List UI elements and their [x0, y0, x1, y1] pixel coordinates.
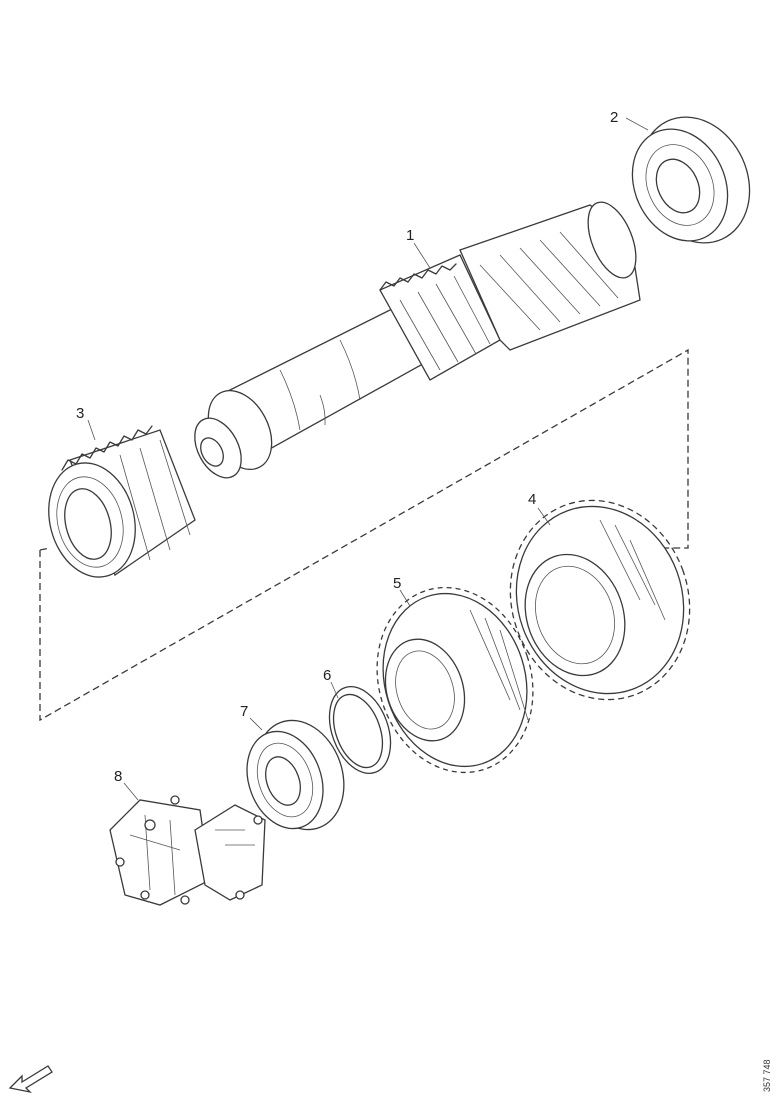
callout-7: 7: [240, 703, 248, 720]
leader-line-5: [399, 589, 411, 607]
bearing-2: [631, 116, 751, 244]
gear-3: [48, 425, 196, 578]
leader-line-6: [330, 681, 339, 699]
arrow-icon: [8, 1065, 53, 1094]
snap-ring-6: [328, 685, 392, 775]
callout-1: 1: [406, 227, 414, 244]
leader-line-3: [87, 419, 96, 441]
assembly-dashed-line: [39, 348, 689, 722]
callout-6: 6: [323, 667, 331, 684]
callout-8: 8: [114, 768, 122, 785]
leader-line-8: [123, 782, 139, 801]
callout-4: 4: [528, 491, 536, 508]
leader-line-4: [537, 507, 551, 526]
bearing-7: [246, 719, 345, 831]
leader-line-2: [625, 117, 649, 131]
leader-line-7: [249, 717, 263, 731]
leader-line-1: [413, 242, 431, 269]
callout-5: 5: [393, 575, 401, 592]
callout-2: 2: [610, 109, 618, 126]
callout-3: 3: [76, 405, 84, 422]
pump-assembly-8: [109, 795, 266, 906]
main-shaft: [194, 201, 641, 479]
reference-number: 357 748: [762, 1059, 772, 1092]
gear-4: [509, 499, 691, 701]
gear-5: [376, 586, 534, 774]
